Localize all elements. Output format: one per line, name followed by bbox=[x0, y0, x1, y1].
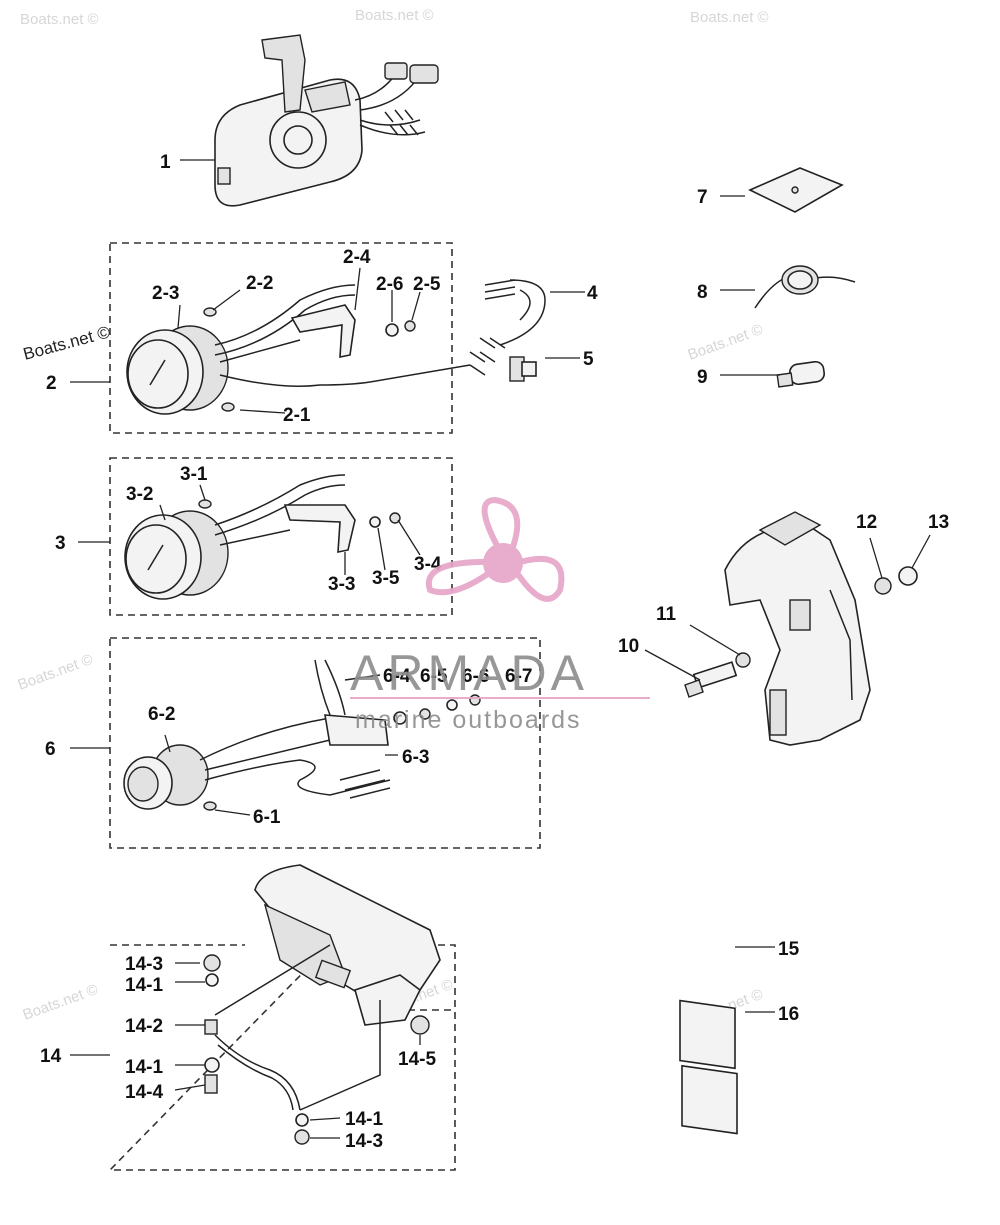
label-2-4: 2-4 bbox=[343, 247, 371, 268]
gauge-2 bbox=[126, 284, 416, 415]
label-4: 4 bbox=[587, 283, 598, 304]
logo-brand: ARMADA bbox=[350, 645, 588, 701]
leader-lines bbox=[70, 159, 931, 1139]
watermark-text: Boats.net © bbox=[20, 11, 99, 28]
label-6-3: 6-3 bbox=[402, 747, 429, 768]
label-2-5: 2-5 bbox=[413, 274, 441, 295]
label-9: 9 bbox=[697, 367, 708, 388]
label-1: 1 bbox=[160, 152, 171, 173]
label-6: 6 bbox=[45, 739, 56, 760]
watermark-text: Boats.net © bbox=[686, 321, 766, 364]
label-16: 16 bbox=[778, 1004, 799, 1025]
label-14-1: 14-1 bbox=[345, 1109, 383, 1130]
label-2-1: 2-1 bbox=[283, 405, 311, 426]
label-5: 5 bbox=[583, 349, 594, 370]
watermark-text: Boats.net © bbox=[690, 9, 769, 26]
label-14-1: 14-1 bbox=[125, 1057, 163, 1078]
group-box-3 bbox=[109, 457, 453, 616]
label-6-5: 6-5 bbox=[420, 666, 448, 687]
label-2-2: 2-2 bbox=[246, 273, 273, 294]
label-6-2: 6-2 bbox=[148, 704, 175, 725]
gauge-6 bbox=[123, 659, 481, 811]
label-7: 7 bbox=[697, 187, 708, 208]
group-box-2 bbox=[109, 242, 453, 434]
label-6-7: 6-7 bbox=[505, 666, 532, 687]
decal-15 bbox=[679, 999, 736, 1070]
callout-labels: 1 2 2-1 2-2 2-3 2-4 2-5 2-6 3 3-1 3-2 3-… bbox=[40, 152, 949, 1152]
remote-control-box bbox=[214, 34, 439, 207]
label-14-1: 14-1 bbox=[125, 975, 163, 996]
label-11: 11 bbox=[656, 604, 677, 625]
label-2-3: 2-3 bbox=[152, 283, 179, 304]
small-parts-7-8-9 bbox=[748, 167, 856, 388]
bracket-assembly bbox=[684, 511, 918, 746]
group-box-6 bbox=[109, 637, 541, 849]
label-3: 3 bbox=[55, 533, 66, 554]
label-13: 13 bbox=[928, 512, 949, 533]
label-14-4: 14-4 bbox=[125, 1082, 163, 1103]
label-10: 10 bbox=[618, 636, 639, 657]
cowling-assembly-14 bbox=[203, 864, 441, 1145]
watermark-text: Boats.net © bbox=[355, 7, 434, 24]
label-12: 12 bbox=[856, 512, 877, 533]
label-6-6: 6-6 bbox=[462, 666, 489, 687]
label-3-3: 3-3 bbox=[328, 574, 355, 595]
label-3-5: 3-5 bbox=[372, 568, 400, 589]
gauge-3 bbox=[124, 474, 401, 600]
label-6-4: 6-4 bbox=[383, 666, 411, 687]
watermark-text: Boats.net © bbox=[21, 322, 112, 364]
label-15: 15 bbox=[778, 939, 800, 960]
armada-logo: ARMADA marine outboards bbox=[350, 496, 650, 734]
label-6-1: 6-1 bbox=[253, 807, 281, 828]
watermark-text: Boats.net © bbox=[16, 651, 96, 694]
decal-16 bbox=[681, 1064, 738, 1135]
label-14-5: 14-5 bbox=[398, 1049, 436, 1070]
label-8: 8 bbox=[697, 282, 708, 303]
label-14: 14 bbox=[40, 1046, 62, 1067]
watermark-text: Boats.net © bbox=[21, 981, 101, 1024]
propeller-icon bbox=[425, 496, 565, 602]
label-14-2: 14-2 bbox=[125, 1016, 163, 1037]
wiring-harness-4 bbox=[369, 279, 546, 383]
label-2: 2 bbox=[46, 373, 57, 394]
label-14-3: 14-3 bbox=[345, 1131, 383, 1152]
label-3-2: 3-2 bbox=[126, 484, 153, 505]
logo-tagline: marine outboards bbox=[355, 706, 582, 734]
label-2-6: 2-6 bbox=[376, 274, 403, 295]
label-3-1: 3-1 bbox=[180, 464, 208, 485]
label-14-3: 14-3 bbox=[125, 954, 163, 975]
